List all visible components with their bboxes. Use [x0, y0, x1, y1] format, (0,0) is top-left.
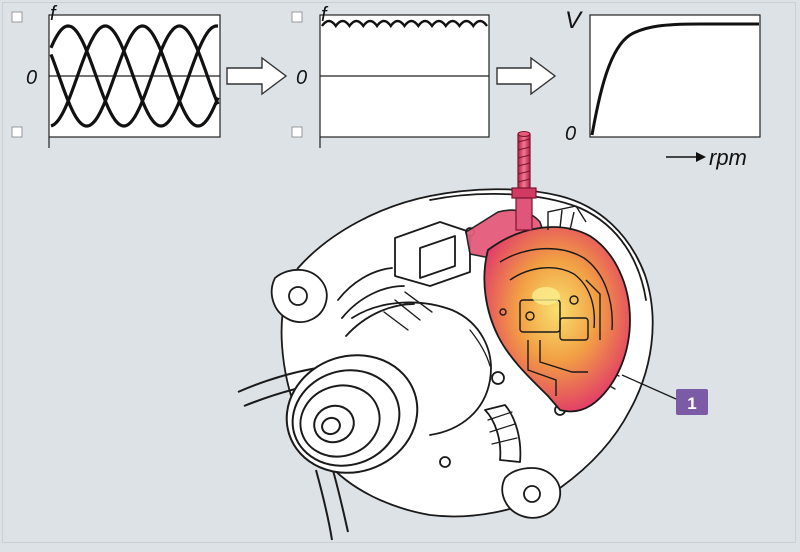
drive-belt: [237, 365, 349, 541]
panel3-zero-label: 0: [565, 123, 576, 145]
waveform-panel-ac: f 0: [11, 3, 221, 148]
voltage-regulator: [465, 205, 631, 413]
voltage-curve: [590, 22, 759, 136]
voltage-rpm-panel: V 0 rpm: [565, 7, 761, 170]
panel1-top-label: f: [50, 3, 58, 25]
checkbox-icon: [11, 126, 23, 138]
voltage-graph-box: [589, 14, 761, 138]
panel2-zero-label: 0: [296, 67, 307, 89]
checkbox-icon: [11, 11, 23, 23]
phase-wave-2: [49, 24, 220, 128]
callout-badge: [676, 389, 708, 415]
phase-wave-1: [49, 24, 220, 128]
rpm-axis-label: rpm: [709, 145, 747, 170]
arrow-right-icon: [496, 56, 557, 96]
voltage-axis-label: V: [565, 7, 583, 34]
terminal-stud: [511, 131, 537, 231]
phase-wave-3: [50, 24, 219, 128]
waveform-panel-rectified: f 0: [291, 4, 490, 148]
pulley: [285, 354, 419, 474]
arrow-right-icon: [226, 56, 288, 96]
checkbox-icon: [291, 11, 303, 23]
panel1-zero-label: 0: [26, 67, 37, 89]
callout-number: 1: [687, 394, 696, 413]
checkbox-icon: [291, 126, 303, 138]
ripple-wave: [321, 19, 488, 29]
rpm-arrowhead-icon: [696, 152, 706, 162]
callout-leader-line: [621, 374, 677, 400]
panel2-top-label: f: [321, 4, 329, 26]
